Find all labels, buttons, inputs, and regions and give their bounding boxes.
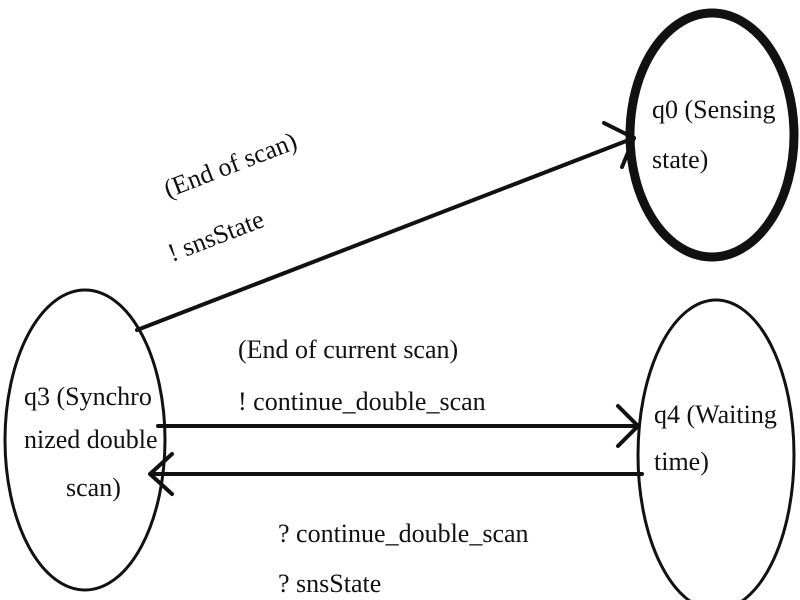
state-q3-label-line1: q3 (Synchro <box>24 382 152 411</box>
state-q3: q3 (Synchro nized double scan) <box>3 288 167 592</box>
transition-q3-to-q0: (End of scan) ! snsState <box>135 121 636 332</box>
transition-q3-to-q0-arrowhead <box>602 121 636 169</box>
transition-q3-to-q4-arrowhead <box>616 404 640 448</box>
state-q4-label-line2: time) <box>654 447 709 476</box>
transition-q3-to-q0-line <box>135 136 636 332</box>
state-q0-label-line2: state) <box>652 145 708 174</box>
state-q0-circle <box>625 8 799 262</box>
transition-q3-to-q4: (End of current scan) ! continue_double_… <box>156 335 640 448</box>
transition-q3-to-q0-action: ! snsState <box>164 205 268 268</box>
state-q3-circle <box>3 288 167 592</box>
state-q3-label-line3: scan) <box>66 473 121 502</box>
transition-q4-to-q3-arrowhead <box>148 452 174 496</box>
transition-q3-to-q4-event: (End of current scan) <box>238 335 458 364</box>
transition-q3-to-q4-action: ! continue_double_scan <box>238 387 486 416</box>
state-q4-label-line1: q4 (Waiting <box>654 400 777 429</box>
state-q0: q0 (Sensing state) <box>625 8 799 262</box>
transition-q3-to-q0-event: (End of scan) <box>160 126 301 203</box>
transition-q4-to-q3-guard1: ? continue_double_scan <box>278 519 529 548</box>
state-q4: q4 (Waiting time) <box>636 298 796 600</box>
transition-q4-to-q3: ? continue_double_scan ? snsState <box>148 452 644 598</box>
state-q0-label-line1: q0 (Sensing <box>652 95 776 124</box>
state-q3-label-line2: nized double <box>24 425 158 454</box>
state-q4-circle <box>636 298 796 600</box>
transition-q4-to-q3-guard2: ? snsState <box>278 569 381 598</box>
